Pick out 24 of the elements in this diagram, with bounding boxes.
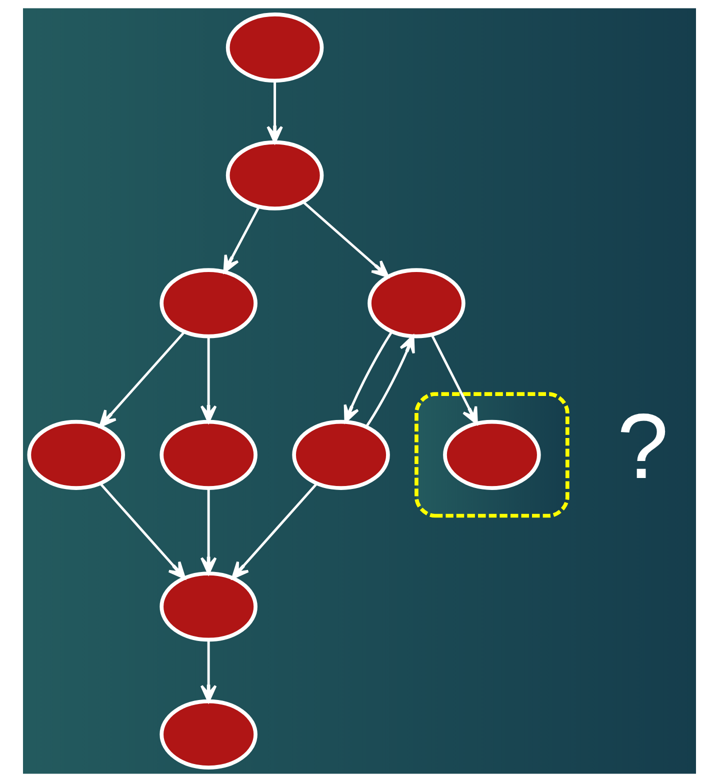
arrow — [200, 488, 216, 575]
label: ? — [616, 394, 668, 498]
arrow — [364, 335, 414, 428]
arrow — [200, 640, 216, 703]
node-ellipse — [442, 420, 540, 490]
arrow — [430, 334, 478, 425]
arrow — [266, 81, 282, 144]
arrow — [200, 337, 216, 423]
node-ellipse — [225, 140, 324, 210]
arrow — [343, 331, 392, 423]
node-ellipse — [225, 12, 324, 83]
node-ellipse — [159, 268, 257, 338]
node-ellipse — [292, 420, 390, 490]
arrow — [230, 482, 318, 580]
arrow — [222, 206, 260, 273]
node-ellipse — [159, 420, 257, 490]
node-ellipse — [159, 572, 257, 642]
arrow — [302, 201, 389, 278]
arrow — [98, 331, 185, 428]
cluster — [414, 392, 569, 518]
node-ellipse — [26, 420, 125, 490]
node-ellipse — [159, 699, 257, 770]
arrow — [99, 482, 186, 580]
node-ellipse — [367, 268, 465, 338]
